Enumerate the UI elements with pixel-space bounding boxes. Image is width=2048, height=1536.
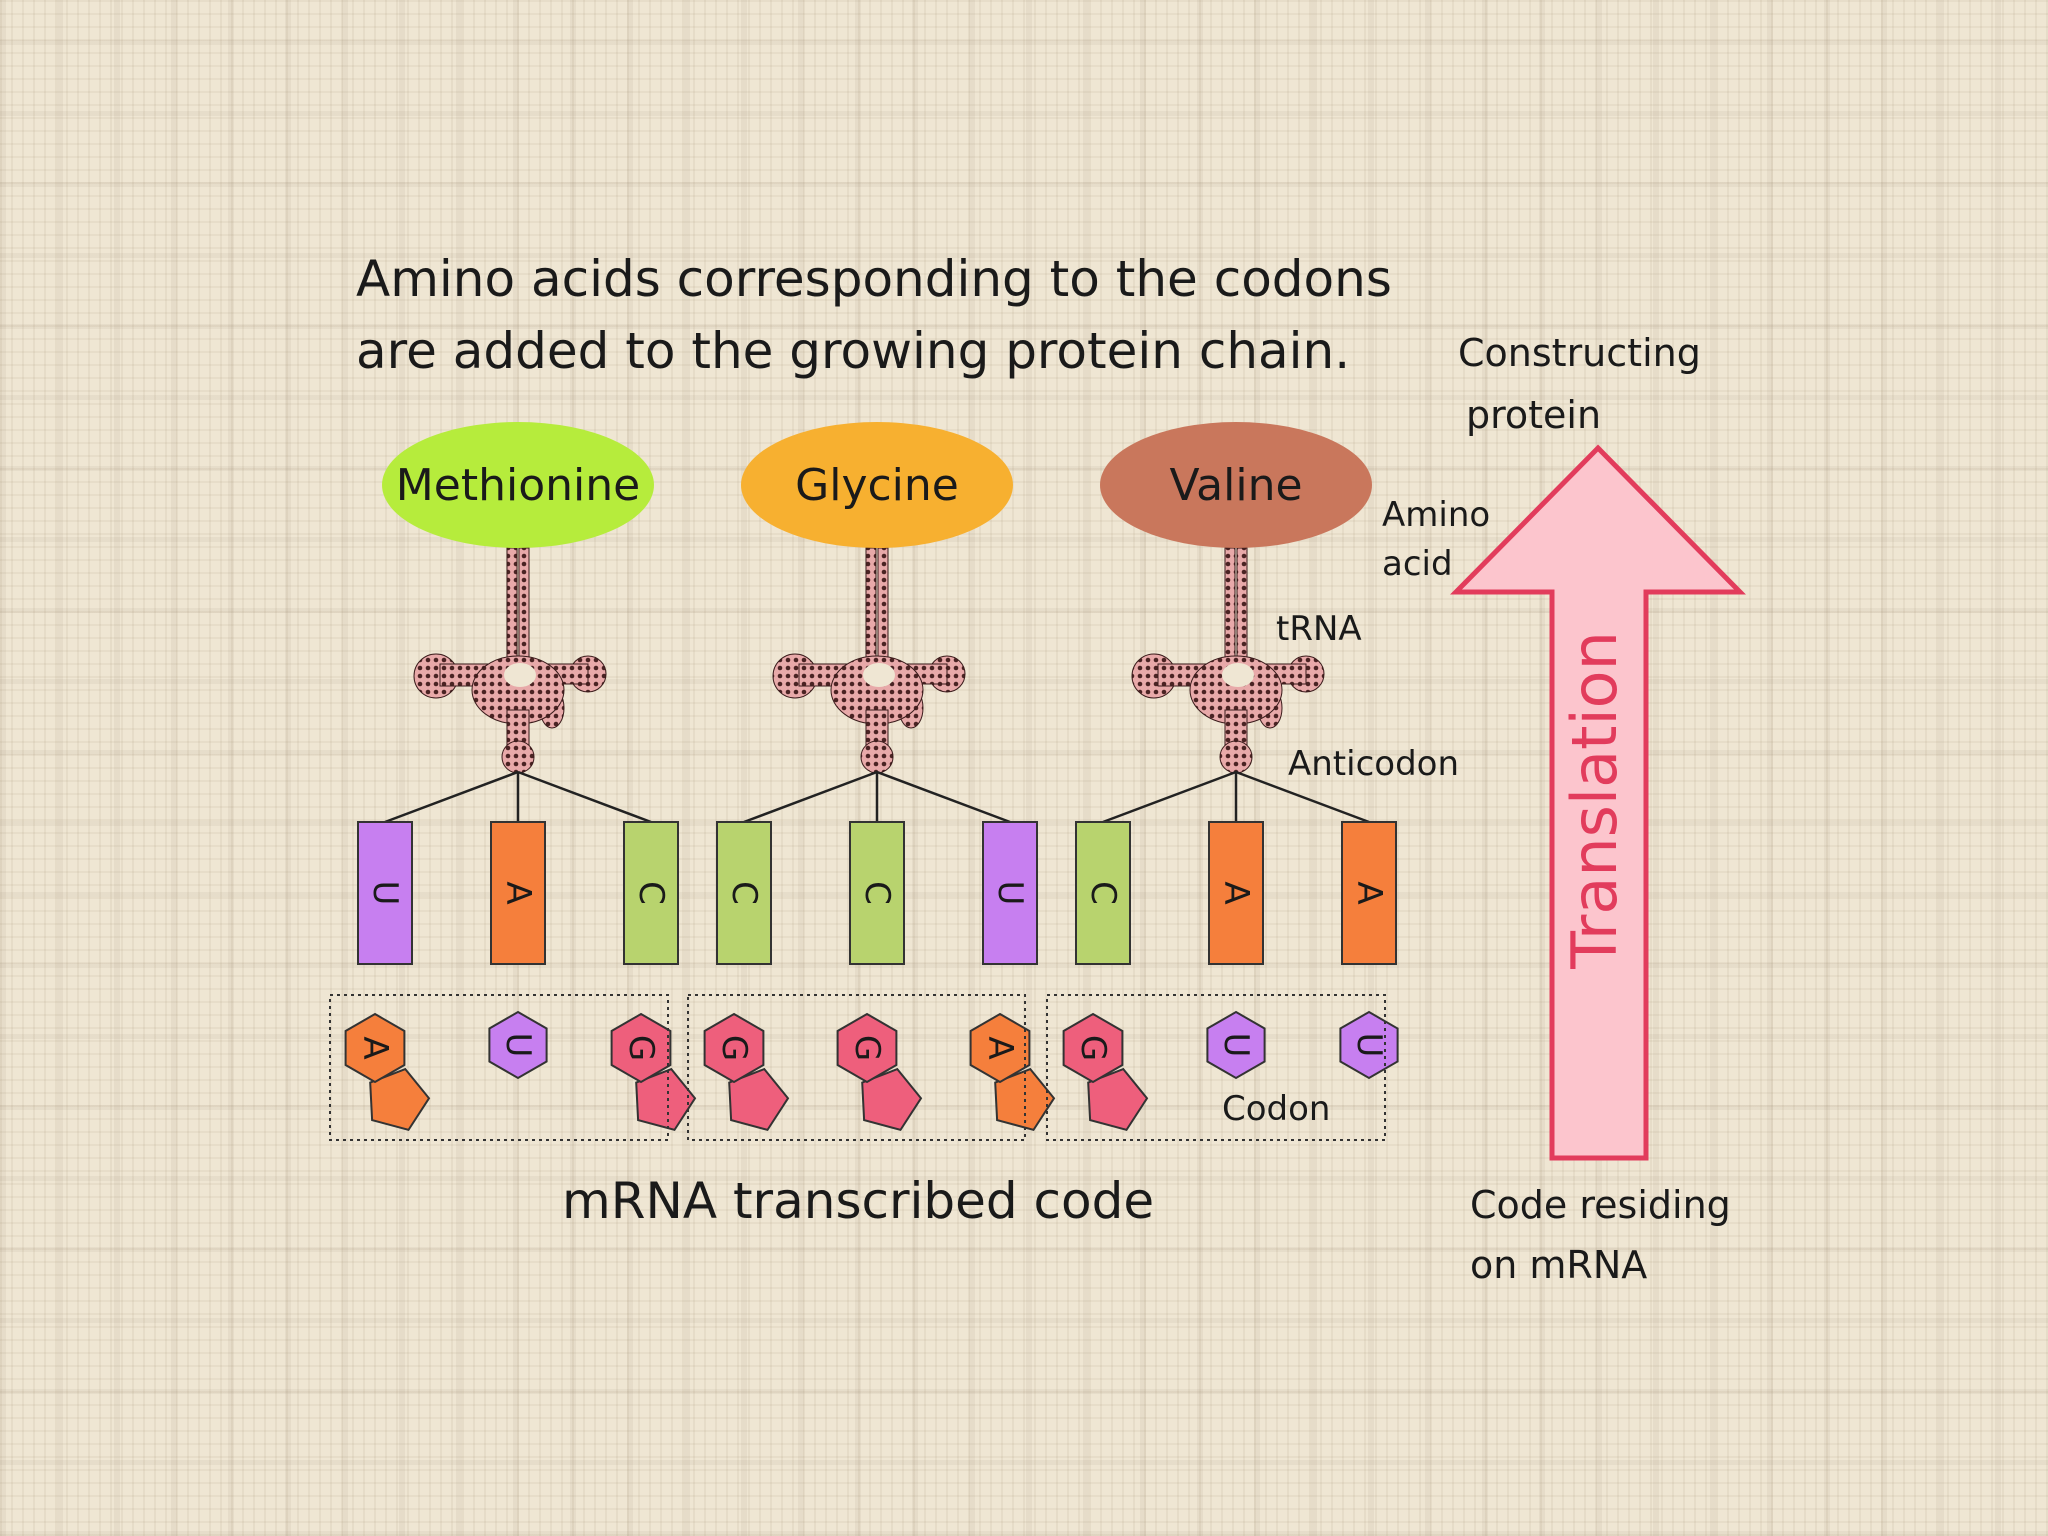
codon-base xyxy=(488,1010,548,1080)
codon-base-letter: U xyxy=(1349,1033,1389,1058)
amino-acid-2 xyxy=(741,422,1013,548)
codon-base xyxy=(1206,1010,1266,1080)
codon-box-2 xyxy=(687,994,1026,1141)
codon-box-1 xyxy=(329,994,669,1141)
anticodon-base-letter: A xyxy=(1216,881,1256,904)
codon-base xyxy=(610,1012,672,1084)
title-line-2: are added to the growing protein chain. xyxy=(356,322,1350,380)
constructing-label-line-2: protein xyxy=(1466,393,1601,437)
codon-box-3 xyxy=(1046,994,1386,1141)
amino-acid-1 xyxy=(382,422,654,548)
codon-base xyxy=(344,1012,406,1084)
amino-acid-label-line-2: acid xyxy=(1382,544,1453,584)
anticodon-base xyxy=(357,821,413,965)
connector-line xyxy=(876,770,1011,824)
codon-base-letter: G xyxy=(1073,1035,1113,1061)
anticodon-base xyxy=(1341,821,1397,965)
codon-base-letter: U xyxy=(1216,1033,1256,1058)
anticodon-base-letter: U xyxy=(990,881,1030,906)
codon-base xyxy=(703,1012,765,1084)
amino-acid-label: Methionine xyxy=(396,460,640,511)
codon-base-letter: A xyxy=(980,1036,1020,1059)
trna-icon xyxy=(413,547,607,774)
anticodon-base-letter: U xyxy=(365,881,405,906)
amino-acid-label: Glycine xyxy=(795,460,959,511)
codon-base-letter: A xyxy=(355,1036,395,1059)
anticodon-base-letter: C xyxy=(631,881,671,905)
translation-label: Translation xyxy=(1558,631,1631,970)
amino-acid-3 xyxy=(1100,422,1372,548)
codon-base-letter: G xyxy=(621,1035,661,1061)
codon-base-letter: U xyxy=(498,1033,538,1058)
constructing-label-line-1: Constructing xyxy=(1458,331,1701,375)
amino-acid-label-line-1: Amino xyxy=(1382,495,1490,535)
codon-base-letter: G xyxy=(847,1035,887,1061)
codon-base xyxy=(1062,1012,1124,1084)
connector-line xyxy=(1235,770,1370,824)
trna-label: tRNA xyxy=(1276,609,1362,649)
anticodon-label: Anticodon xyxy=(1288,744,1459,784)
connector-line xyxy=(517,770,652,824)
anticodon-base xyxy=(982,821,1038,965)
anticodon-base-letter: A xyxy=(1349,881,1389,904)
trna-icon xyxy=(772,547,966,774)
anticodon-base xyxy=(849,821,905,965)
code-residing-label-line-1: Code residing xyxy=(1470,1183,1731,1227)
anticodon-base xyxy=(1208,821,1264,965)
anticodon-base-letter: C xyxy=(724,881,764,905)
codon-base xyxy=(969,1012,1031,1084)
anticodon-base xyxy=(1075,821,1131,965)
anticodon-base-letter: A xyxy=(498,881,538,904)
mrna-label: mRNA transcribed code xyxy=(562,1172,1154,1230)
trna-icon xyxy=(1131,547,1325,774)
anticodon-base xyxy=(716,821,772,965)
codon-base xyxy=(836,1012,898,1084)
anticodon-base-letter: C xyxy=(1083,881,1123,905)
anticodon-base-letter: C xyxy=(857,881,897,905)
amino-acid-label: Valine xyxy=(1169,460,1302,511)
anticodon-base xyxy=(490,821,546,965)
connector-line xyxy=(384,770,519,824)
anticodon-base xyxy=(623,821,679,965)
connector-line xyxy=(743,770,878,824)
connector-line xyxy=(1102,770,1237,824)
codon-base-letter: G xyxy=(714,1035,754,1061)
codon-label: Codon xyxy=(1222,1089,1330,1129)
code-residing-label-line-2: on mRNA xyxy=(1470,1243,1647,1287)
codon-base xyxy=(1339,1010,1399,1080)
translation-arrow xyxy=(1450,444,1746,1161)
title-line-1: Amino acids corresponding to the codons xyxy=(356,250,1392,308)
